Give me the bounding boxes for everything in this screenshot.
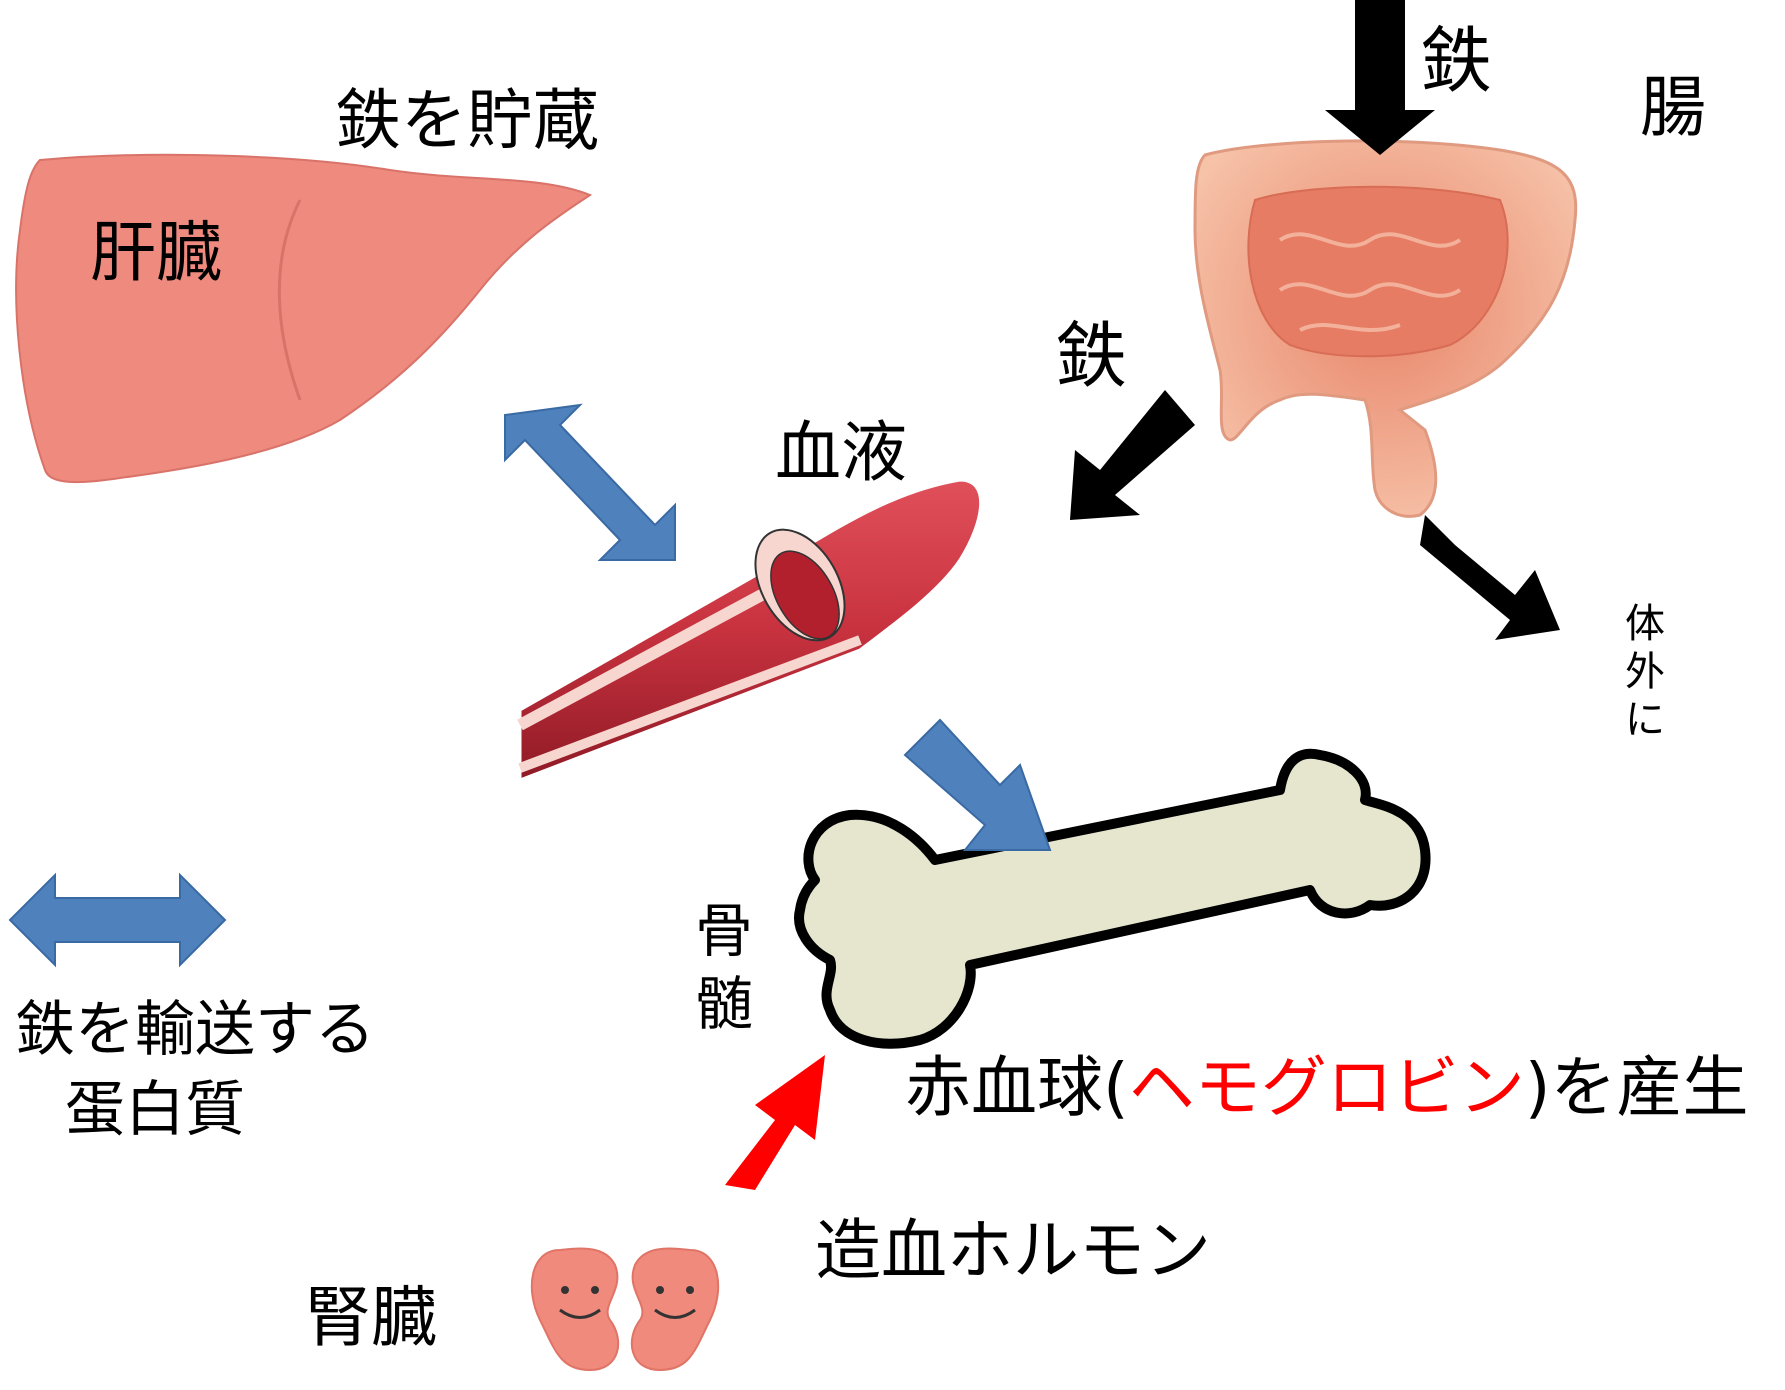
excretion-label: 体 外 に [1625, 600, 1665, 744]
iron-absorption-arrow [1070, 390, 1195, 520]
legend-double-arrow [10, 875, 225, 965]
kidney-icon [532, 1249, 718, 1370]
liver-icon [16, 155, 590, 482]
blood-vessel-icon [520, 480, 981, 780]
intestine-icon [1195, 141, 1576, 516]
bone-marrow-label: 骨 髄 [695, 895, 753, 1040]
bone-icon [799, 754, 1426, 1044]
iron-intake-arrow [1325, 0, 1435, 155]
iron-storage-label: 鉄を貯蔵 [335, 88, 599, 154]
kidney-label: 腎臓 [305, 1285, 437, 1351]
iron-absorption-label: 鉄 [1055, 320, 1127, 392]
rbc-production-label: 赤血球(ヘモグロビン)を産生 [905, 1055, 1749, 1121]
hormone-label: 造血ホルモン [815, 1218, 1211, 1284]
liver-blood-double-arrow [505, 405, 675, 560]
hemoglobin-highlight: ヘモグロビン [1129, 1049, 1525, 1126]
hormone-arrow [725, 1055, 825, 1190]
blood-to-bone-arrow [905, 720, 1050, 850]
transport-protein-label-line2: 蛋白質 [65, 1080, 245, 1140]
iron-intake-label: 鉄 [1420, 25, 1492, 97]
transport-protein-label-line1: 鉄を輸送する [15, 1000, 375, 1060]
liver-label: 肝臓 [90, 220, 222, 286]
blood-label: 血液 [775, 420, 907, 486]
excretion-arrow [1420, 515, 1560, 640]
intestine-label: 腸 [1640, 75, 1706, 141]
